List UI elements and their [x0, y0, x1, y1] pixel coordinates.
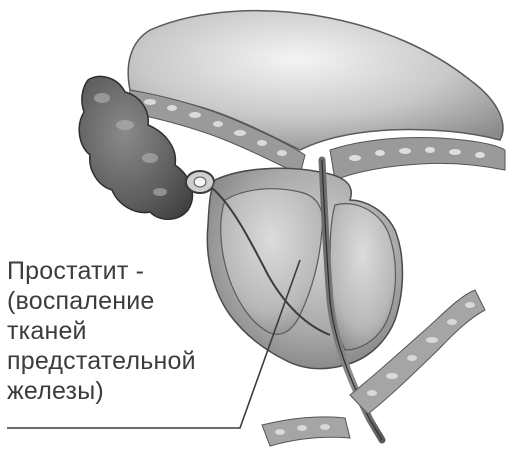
caption: Простатит - (воспаление тканей предстате… — [7, 256, 257, 406]
vas-deferens-lumen — [194, 177, 206, 187]
caption-line-3: тканей — [7, 316, 257, 346]
caption-line-4: предстательной — [7, 346, 257, 376]
caption-line-5: железы) — [7, 376, 257, 406]
caption-line-1: Простатит - — [7, 256, 257, 286]
caption-line-2: (воспаление — [7, 286, 257, 316]
bladder-shape — [128, 11, 503, 150]
